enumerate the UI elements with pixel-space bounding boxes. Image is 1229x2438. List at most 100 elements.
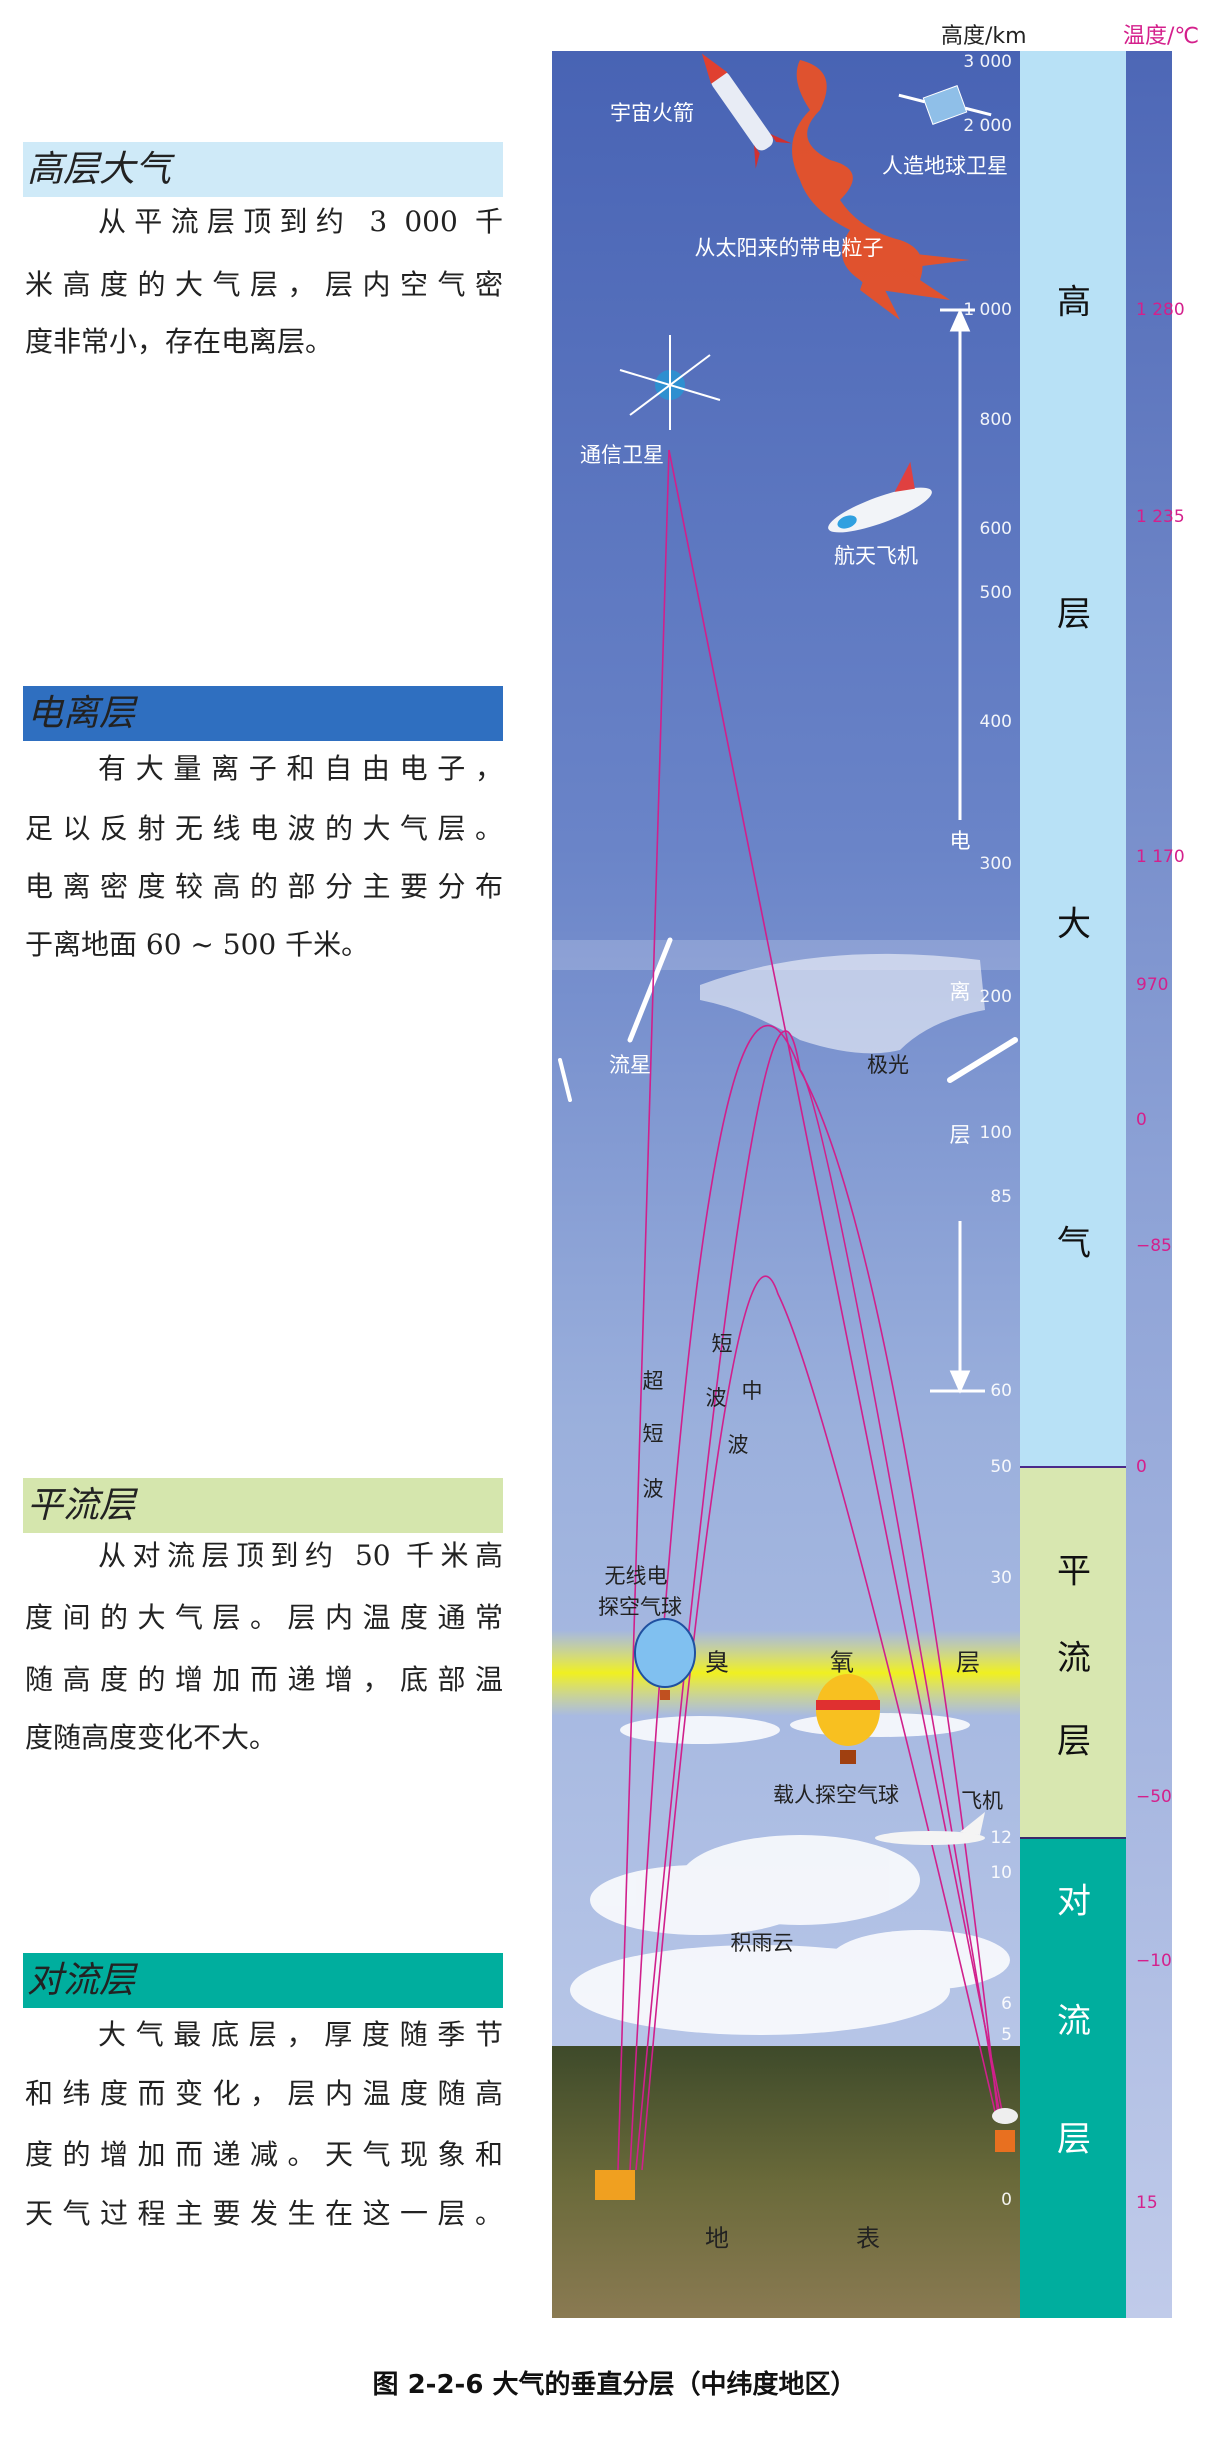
short-wave-label: 短 [711,1332,733,1356]
temperature-tick: 1 235 [1136,507,1185,527]
altitude-tick: 100 [979,1123,1012,1143]
altitude-tick: 2 000 [963,116,1012,136]
layer-char: 对 [1057,1881,1091,1922]
layer-troposphere-column [1020,1838,1126,2318]
altitude-tick: 50 [990,1457,1012,1477]
ozone-label: 臭 [705,1648,729,1677]
temperature-tick: −10 [1136,1951,1172,1971]
temperature-tick: −85 [1136,1236,1172,1256]
altitude-tick: 60 [990,1381,1012,1401]
manned-balloon-label: 载人探空气球 [773,1783,899,1807]
solar-particles-label: 从太阳来的带电粒子 [694,236,884,260]
temperature-column [1126,51,1172,2318]
temperature-tick: 970 [1136,975,1169,995]
solar-particles-icon [792,60,970,320]
text-line: 从平流层顶到约 3 000 千 [98,205,503,238]
altitude-tick: 200 [979,987,1012,1007]
altitude-tick: 400 [979,712,1012,732]
aurora-icon [700,953,985,1054]
text-line: 有大量离子和自由电子， [98,752,503,785]
temperature-tick: 0 [1136,1110,1147,1130]
text-line: 度间的大气层。层内温度通常 [25,1601,503,1634]
surface-label: 地 [705,2224,729,2253]
temperature-tick: 15 [1136,2193,1158,2213]
altitude-tick: 12 [990,1828,1012,1848]
section-title: 对流层 [23,1953,503,2008]
section-title: 高层大气 [23,142,503,197]
altitude-tick: 500 [979,583,1012,603]
text-line: 随高度的增加而递增，底部温 [25,1663,503,1696]
short-wave-label: 波 [705,1386,727,1410]
ionosphere-label-char: 电 [949,829,971,853]
temperature-tick: −50 [1136,1787,1172,1807]
layer-char: 流 [1057,1638,1091,1679]
layer-char: 气 [1057,1223,1091,1264]
ultrashort-wave-label: 短 [642,1422,664,1446]
ionosphere-range-arrows [930,308,985,1394]
ultrashort-wave-label: 波 [642,1477,664,1501]
cloud-icon [570,1713,1010,2035]
comm-satellite-icon [619,335,721,430]
airplane-icon [875,1812,985,1845]
layer-char: 高 [1057,282,1091,323]
ionosphere-label-char: 层 [949,1123,971,1147]
layer-char: 流 [1057,2001,1091,2042]
space-shuttle-icon [828,461,932,533]
cumulonimbus-label: 积雨云 [730,1931,794,1955]
altitude-tick: 1 000 [963,300,1012,320]
radiosonde-label: 无线电 [604,1564,668,1588]
text-line: 度随高度变化不大。 [25,1721,278,1754]
text-line: 电离密度较高的部分主要分布 [25,870,503,903]
surface-label: 表 [856,2224,880,2253]
altitude-tick: 10 [990,1863,1012,1883]
earth-satellite-icon [898,85,992,125]
layer-char: 平 [1057,1551,1091,1592]
altitude-tick: 30 [990,1568,1012,1588]
altitude-tick: 85 [990,1187,1012,1207]
aurora-label: 极光 [867,1053,909,1077]
ultrashort-wave-label: 超 [642,1369,664,1393]
layer-upper-column [1020,51,1126,1467]
transmitter-building-icon [595,2170,635,2200]
radiosonde-label: 探空气球 [598,1595,682,1619]
temperature-tick: 1 170 [1136,847,1185,867]
layer-char: 大 [1057,904,1091,945]
altitude-tick: 6 [1001,1994,1012,2014]
text-line: 大气最底层，厚度随季节 [98,2018,503,2051]
ozone-label: 氧 [830,1648,854,1677]
text-line: 足以反射无线电波的大气层。 [25,812,503,845]
meteor-icon [558,937,1018,1102]
altitude-tick: 5 [1001,2025,1012,2045]
layer-char: 层 [1057,594,1091,635]
temperature-tick: 1 280 [1136,300,1185,320]
altitude-tick: 0 [1001,2190,1012,2210]
comm-satellite-label: 通信卫星 [580,443,664,467]
airplane-label: 飞机 [961,1789,1003,1813]
ozone-label: 层 [956,1648,980,1677]
section-title: 电离层 [23,686,503,741]
text-line: 度非常小，存在电离层。 [25,325,334,358]
text-line: 于离地面 60 ~ 500 千米。 [25,928,370,961]
radiosonde-balloon-icon [634,1618,696,1700]
altitude-tick: 300 [979,854,1012,874]
ozone-band [552,1630,1020,1716]
altitude-tick: 800 [979,410,1012,430]
rocket-icon [701,53,792,169]
figure-caption: 图 2-2-6 大气的垂直分层（中纬度地区） [372,2370,857,2400]
text-line: 和纬度而变化，层内温度随高 [25,2077,503,2110]
haze-band [552,940,1020,970]
altitude-axis-title: 高度/km [941,24,1027,49]
text-line: 米高度的大气层，层内空气密 [25,268,503,301]
rocket-label: 宇宙火箭 [610,101,694,125]
medium-wave-label: 中 [741,1379,763,1403]
ionosphere-label-char: 离 [949,980,971,1004]
text-line: 从对流层顶到约 50 千米高 [98,1539,503,1572]
temperature-axis-title: 温度/℃ [1123,24,1200,49]
earth-satellite-label: 人造地球卫星 [882,154,1008,178]
text-line: 度的增加而递减。天气现象和 [25,2138,503,2171]
section-title: 平流层 [23,1478,503,1533]
temperature-tick: 0 [1136,1457,1147,1477]
altitude-tick: 600 [979,519,1012,539]
layer-char: 层 [1057,1721,1091,1762]
